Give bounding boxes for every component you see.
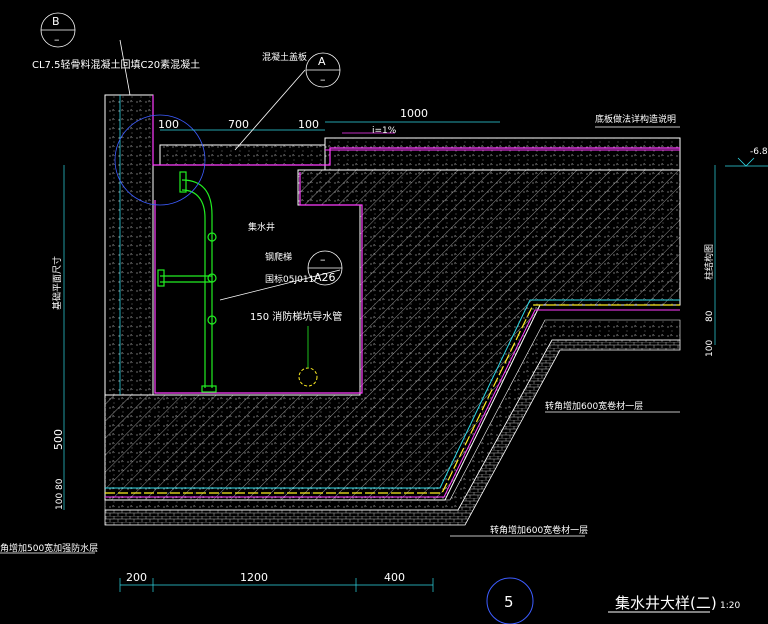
- label-corner-right: 转角增加600宽卷材一层: [545, 400, 643, 412]
- drawing-number: 5: [504, 593, 514, 611]
- label-corner-bottom: 转角增加600宽卷材一层: [490, 524, 588, 536]
- detail-circle: [114, 114, 206, 206]
- label-corner-left: 角增加500宽加强防水层: [0, 542, 98, 554]
- dim-top-700: 700: [228, 118, 249, 131]
- callout-a26-bottom: A26: [314, 271, 336, 284]
- cover-slab: [159, 144, 326, 166]
- drawing-number-circle: [486, 577, 534, 624]
- callout-a-top: A: [318, 55, 326, 68]
- dim-top-1000: 1000: [400, 107, 428, 120]
- label-rebar: 柱结构图: [703, 244, 715, 280]
- steel-ladder: [157, 171, 217, 393]
- dim-bottom-1200: 1200: [240, 571, 268, 584]
- dim-right-100: 100: [705, 340, 715, 357]
- label-slope: i=1%: [372, 126, 397, 136]
- label-fill-concrete: CL7.5轻骨料混凝土回填C20素混凝土: [32, 58, 200, 71]
- dim-right-80: 80: [705, 310, 715, 322]
- callout-a26-top: –: [320, 253, 326, 266]
- drain-pipe-section: [298, 367, 318, 387]
- label-sump: 集水井: [248, 221, 275, 233]
- concrete-dots-right: [105, 170, 680, 500]
- dim-top-100a: 100: [158, 118, 179, 131]
- dim-bottom-200: 200: [126, 571, 147, 584]
- drawing-scale: 1:20: [720, 601, 740, 611]
- label-wall-ref: 基础平面尺寸: [51, 256, 63, 310]
- label-concrete-cover: 混凝土盖板: [262, 51, 307, 63]
- dim-bottom-400: 400: [384, 571, 405, 584]
- label-pipe: 150 消防梯坑导水管: [250, 310, 342, 323]
- label-elevation: -6.8: [750, 147, 768, 157]
- label-ladder: 钢爬梯: [265, 251, 292, 263]
- dim-left-500: 500: [52, 429, 65, 450]
- dim-top-100b: 100: [298, 118, 319, 131]
- label-ladder-ref: 国标05J011: [265, 273, 314, 285]
- dim-left-100: 100: [55, 493, 65, 510]
- sump-outline: [152, 95, 680, 394]
- callout-b-top: B: [52, 15, 60, 28]
- callout-a-bottom: –: [320, 73, 326, 86]
- drawing-title: 集水井大样(二): [615, 594, 717, 612]
- callout-b-bottom: –: [54, 33, 60, 46]
- left-wall: [104, 94, 154, 396]
- dim-left-80: 80: [55, 478, 65, 490]
- label-floor-note: 底板做法详构造说明: [595, 113, 676, 125]
